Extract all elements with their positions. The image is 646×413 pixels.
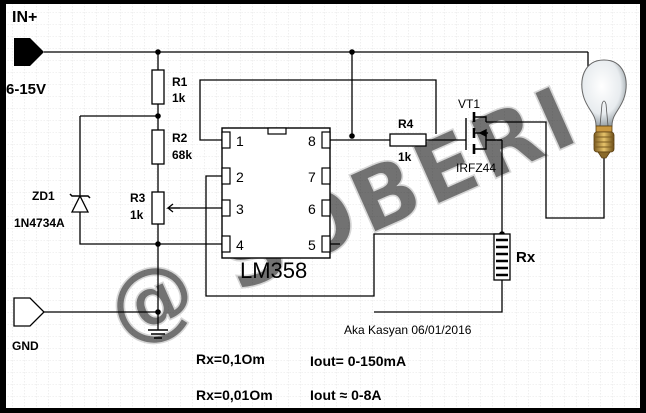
input-voltage: 6-15V (6, 81, 46, 98)
mosfet-vt1 (465, 112, 502, 154)
gnd-terminal: GND (12, 297, 45, 353)
svg-text:R4: R4 (398, 117, 414, 131)
note-iout-2: Iout ≈ 0-8A (310, 387, 381, 403)
svg-text:68k: 68k (172, 148, 192, 162)
author-credit: Aka Kasyan 06/01/2016 (344, 323, 472, 337)
svg-text:ZD1: ZD1 (32, 189, 55, 203)
ic-pin-1: 1 (236, 133, 244, 149)
junction-dots (155, 49, 505, 315)
resistor-r1: R1 1k (151, 69, 188, 105)
ic-pin-4: 4 (236, 237, 244, 253)
ic-pin-3: 3 (236, 201, 244, 217)
wires (44, 51, 605, 330)
note-rx-1: Rx=0,1Om (196, 351, 265, 367)
svg-text:R1: R1 (172, 75, 188, 89)
note-iout-1: Iout= 0-150mA (310, 353, 406, 369)
resistor-r2: R2 68k (151, 129, 192, 165)
svg-text:Rx: Rx (516, 249, 536, 266)
ic-pin-7: 7 (308, 169, 316, 185)
gnd-label: GND (12, 339, 39, 353)
input-terminal: IN+ 6-15V (6, 9, 46, 98)
light-bulb-icon (581, 59, 627, 159)
zener-diode-zd1: ZD1 1N4734A (14, 189, 91, 230)
potentiometer-r3: R3 1k (130, 191, 180, 225)
svg-text:1k: 1k (130, 208, 144, 222)
ic-lm358: 1 2 3 4 8 7 6 5 LM358 (221, 127, 331, 283)
input-arrow-icon (14, 38, 44, 66)
ic-pin-5: 5 (308, 237, 316, 253)
svg-text:1k: 1k (172, 91, 186, 105)
gnd-arrow-icon (13, 297, 45, 327)
svg-text:1k: 1k (398, 150, 412, 164)
resistor-rx: Rx (493, 233, 536, 281)
mosfet-part: IRFZ44 (456, 161, 496, 175)
ic-pin-6: 6 (308, 201, 316, 217)
svg-text:R3: R3 (130, 191, 146, 205)
ic-name: LM358 (240, 258, 307, 283)
note-rx-2: Rx=0,01Om (196, 387, 273, 403)
svg-text:1N4734A: 1N4734A (14, 216, 65, 230)
resistor-r4: R4 1k (389, 117, 427, 164)
ic-pin-8: 8 (308, 133, 316, 149)
ic-pin-2: 2 (236, 169, 244, 185)
svg-text:R2: R2 (172, 131, 188, 145)
mosfet-name: VT1 (458, 97, 480, 111)
input-label: IN+ (12, 9, 37, 26)
ground-symbol-icon (148, 329, 168, 339)
